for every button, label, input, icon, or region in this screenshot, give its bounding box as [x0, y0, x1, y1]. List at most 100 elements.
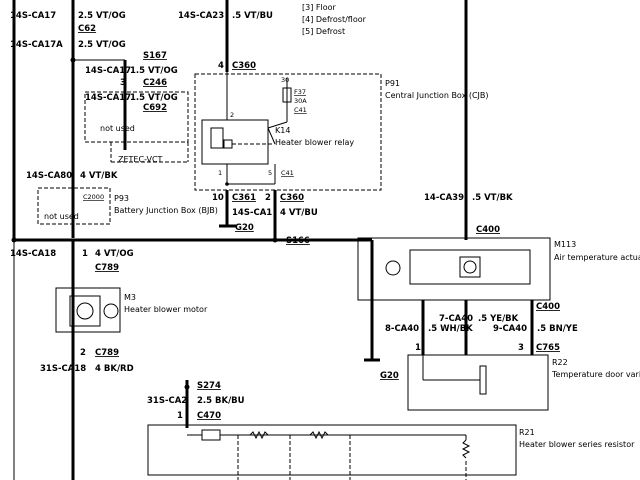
label-ca17-pin1: 14S-CA17: [85, 66, 131, 76]
label-k14-id: K14: [275, 126, 290, 135]
label-ca39-spec: .5 VT/BK: [472, 193, 513, 203]
label-ca80-spec: 4 VT/BK: [80, 171, 118, 181]
label-ca17a-spec: 2.5 VT/OG: [78, 40, 126, 50]
label-ca40-pin3: 3: [518, 343, 524, 353]
label-c789-bot: C789: [95, 348, 119, 358]
label-c360-pin2: 2: [265, 193, 271, 203]
label-m3-id: M3: [124, 293, 136, 302]
relay-contact-feed: [267, 121, 288, 129]
label-ca1-spec: 4 VT/BU: [280, 208, 318, 218]
label-relay-pin1: 1: [218, 169, 222, 177]
label-c360-bot: C360: [280, 193, 304, 203]
label-ca80: 14S-CA80: [26, 171, 72, 181]
label-ca17a: 14S-CA17A: [10, 40, 63, 50]
label-p91-id: P91: [385, 79, 400, 88]
p93-box: [37, 187, 111, 225]
r21-box: [147, 424, 517, 476]
label-ca40-8-spec: .5 WH/BK: [428, 324, 473, 334]
label-f37-c41: C41: [294, 106, 307, 114]
label-ca23-spec: .5 VT/BU: [232, 11, 273, 21]
label-p93-id: P93: [114, 194, 129, 203]
m113-box: [357, 237, 551, 301]
label-c361: C361: [232, 193, 256, 203]
label-r22-name: Temperature door variable resistor: [551, 370, 640, 379]
k14-box: [201, 119, 269, 165]
r22-box: [407, 354, 549, 411]
label-g20-right: G20: [380, 371, 399, 381]
relay-switch-icon: [223, 139, 233, 149]
label-c789-pin2: 2: [80, 348, 86, 358]
label-c789-top: C789: [95, 263, 119, 273]
m113-motor-icon: [385, 260, 401, 276]
splice-left-dot: [11, 237, 17, 243]
label-c470: C470: [197, 411, 221, 421]
label-relay-pin5: 5: [268, 169, 272, 177]
label-ca39: 14-CA39: [424, 193, 464, 203]
legend-item-defrost: [5] Defrost: [302, 27, 345, 36]
legend-item-floor: [3] Floor: [302, 3, 336, 12]
r21-resistor-1-icon: [249, 430, 269, 440]
label-g20-top: G20: [235, 223, 254, 233]
label-r21-name: Heater blower series resistor: [519, 440, 635, 449]
label-ca2-spec: 2.5 BK/BU: [197, 396, 245, 406]
relay-coil-icon: [210, 127, 224, 149]
label-ca18-pin: 1: [82, 249, 88, 259]
m113-inner: [409, 249, 531, 285]
label-c470-pin: 1: [177, 411, 183, 421]
r22-resistor-icon: [479, 365, 487, 395]
label-s167: S167: [143, 51, 167, 61]
label-c360-pin4: 4: [218, 61, 224, 71]
label-not-used-1: not used: [100, 124, 135, 133]
label-ca40-9-spec: .5 BN/YE: [537, 324, 578, 334]
label-relay-pin2: 2: [230, 111, 234, 119]
label-c246-pin: 3: [120, 78, 126, 88]
label-c361-pin: 10: [212, 193, 224, 203]
label-m3-name: Heater blower motor: [124, 305, 208, 314]
label-k14-name: Heater blower relay: [275, 138, 354, 147]
label-c765: C765: [536, 343, 560, 353]
label-not-used-2: not used: [44, 212, 79, 221]
label-s166: S166: [286, 236, 310, 246]
p91-box: [194, 73, 382, 191]
label-ca17-spec: 2.5 VT/OG: [78, 11, 126, 21]
label-f37: F37: [294, 88, 306, 96]
splice-s274-dot: [184, 384, 190, 390]
label-ca40-7: 7-CA40: [439, 314, 473, 324]
r21-resistor-3-icon: [461, 439, 471, 459]
label-ca18-spec: 4 VT/OG: [95, 249, 134, 259]
label-ca18-bot: 31S-CA18: [40, 364, 86, 374]
label-c400-bot: C400: [536, 302, 560, 312]
label-c400-top: C400: [476, 225, 500, 235]
label-ca18: 14S-CA18: [10, 249, 56, 259]
label-ca23: 14S-CA23: [178, 11, 224, 21]
label-ca40-pin1: 1: [415, 343, 421, 353]
legend-item-defrost-floor: [4] Defrost/floor: [302, 15, 367, 24]
splice-s166-dot: [272, 237, 278, 243]
label-ca40-9: 9-CA40: [493, 324, 527, 334]
r21-thermal-fuse-icon: [201, 429, 221, 441]
m113-sensor-icon: [463, 260, 477, 274]
label-c2000: C2000: [83, 193, 104, 201]
label-zetec: ZETEC-VCT: [118, 155, 163, 164]
label-ca17-c692-spec: 1.5 VT/OG: [130, 93, 178, 103]
label-p91-name: Central Junction Box (CJB): [385, 91, 489, 100]
label-ca1: 14S-CA1: [232, 208, 272, 218]
m3-fan-icon: [76, 302, 94, 320]
legend: [3] Floor [4] Defrost/floor [5] Defrost: [302, 3, 367, 36]
label-p93-name: Battery Junction Box (BJB): [114, 206, 218, 215]
r21-resistor-2-icon: [309, 430, 329, 440]
m3-box: [55, 287, 121, 333]
relay-node-dot: [225, 182, 229, 186]
label-ca40-8: 8-CA40: [385, 324, 419, 334]
label-ca18-bot-spec: 4 BK/RD: [95, 364, 134, 374]
label-relay-c41: C41: [281, 169, 294, 177]
label-f37-rating: 30A: [294, 97, 307, 105]
label-ca17: 14S-CA17: [10, 11, 56, 21]
label-ca40-7-spec: .5 YE/BK: [478, 314, 519, 324]
m3-motor-icon: [103, 303, 119, 319]
label-ca2: 31S-CA2: [147, 396, 187, 406]
label-c246: C246: [143, 78, 167, 88]
m3-fan-box: [69, 295, 101, 327]
label-ca17-c692: 14S-CA17: [85, 93, 131, 103]
